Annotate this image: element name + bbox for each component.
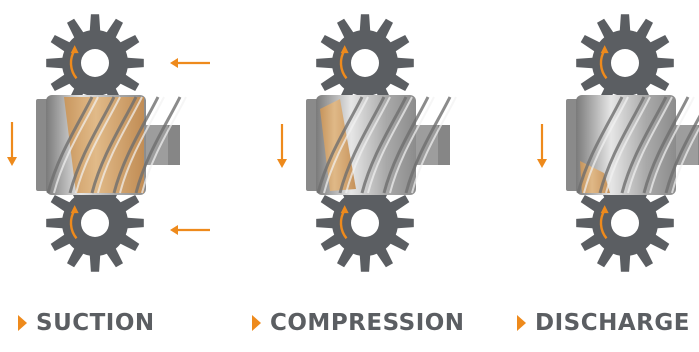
gear-hub [351,209,379,237]
caret-right-icon [252,315,261,331]
gear-hub [351,49,379,77]
stage-label-text: COMPRESSION [270,310,465,336]
stage-diagram-compression [277,14,456,272]
flow-arrow-left-icon [170,58,210,68]
stage-diagram-discharge [537,14,699,272]
gear-hub [81,209,109,237]
stage-label-compression: COMPRESSION [252,310,465,336]
flow-arrow-down-icon [7,122,17,166]
stage-label-discharge: DISCHARGE [517,310,690,336]
flow-arrow-left-icon [170,225,210,235]
gear-hub [81,49,109,77]
gear-hub [611,49,639,77]
screw-rotor-icon [306,95,456,195]
flow-arrow-down-icon [537,124,547,168]
caret-right-icon [517,315,526,331]
rotor-shaft-end [168,125,180,165]
gear-hub [611,209,639,237]
rotor-shaft-end [438,125,450,165]
screw-rotor-icon [36,95,186,195]
stage-label-suction: SUCTION [18,310,155,336]
stage-label-text: DISCHARGE [535,310,690,336]
caret-right-icon [18,315,27,331]
stage-diagram-suction [7,14,210,272]
flow-arrow-down-icon [277,124,287,168]
stage-label-text: SUCTION [36,310,155,336]
screw-rotor-icon [566,95,699,195]
